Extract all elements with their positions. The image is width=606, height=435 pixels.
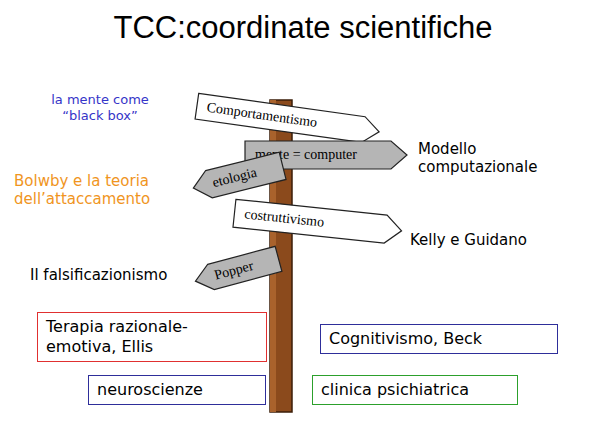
sign-outline	[233, 199, 403, 244]
signpost-label: la mente come “black box”	[30, 92, 170, 123]
topic-box: clinica psichiatrica	[312, 375, 518, 405]
node-text: costruttivismo	[233, 199, 326, 236]
node-text: Cognitivismo, Beck	[329, 329, 549, 349]
topic-box: neuroscienze	[88, 375, 266, 405]
node-text: Comportamentismo	[195, 93, 319, 136]
direction-sign: costruttivismo	[233, 199, 403, 244]
signpost-label: Kelly e Guidano	[410, 231, 560, 249]
sign-outline	[195, 93, 381, 144]
signpost-label: Modello computazionale	[418, 140, 568, 176]
sign-outline	[192, 246, 282, 293]
topic-box: Terapia razionale-emotiva, Ellis	[37, 312, 267, 362]
topic-box: Cognitivismo, Beck	[320, 324, 558, 354]
signpost-label: Il falsificazionismo	[30, 266, 220, 284]
direction-sign: Popper	[192, 246, 282, 293]
title: TCC:coordinate scientifiche	[0, 10, 606, 46]
signpost-label: Bolwby e la teoria dell’attaccamento	[14, 172, 200, 208]
node-text: Terapia razionale-emotiva, Ellis	[46, 317, 258, 357]
sign-outline	[190, 152, 286, 201]
node-text: neuroscienze	[97, 380, 257, 400]
node-text: Popper	[192, 253, 256, 294]
node-text: clinica psichiatrica	[321, 380, 509, 400]
